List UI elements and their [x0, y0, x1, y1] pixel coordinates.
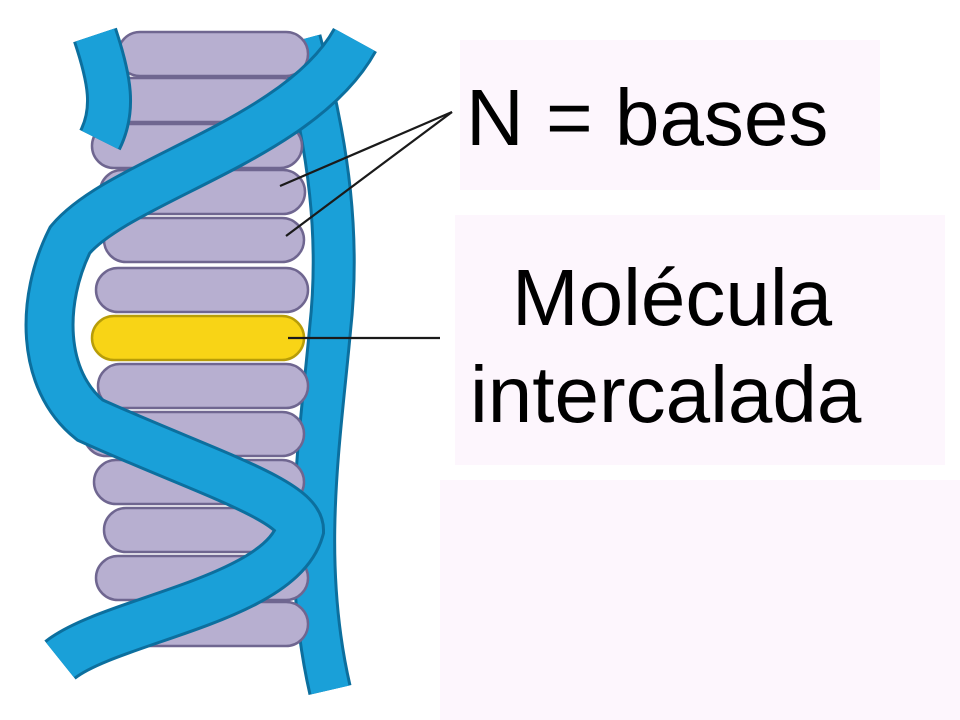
dna-front-strand — [27, 28, 375, 678]
bases-label: N = bases — [466, 73, 828, 162]
dna-back-strand — [281, 35, 353, 695]
intercalated-molecule-label-line1: Molécula — [512, 253, 833, 342]
leader-line-bases-1 — [279, 110, 453, 188]
intercalated-molecule — [90, 314, 306, 362]
background-panel-top — [460, 40, 880, 190]
base-pair — [116, 30, 310, 78]
intercalated-molecule-label-line2: intercalada — [470, 350, 862, 439]
background-panel-middle — [455, 215, 945, 465]
dna-top-strand — [76, 28, 129, 149]
base-pair — [94, 266, 310, 314]
leader-line-bases-2 — [285, 111, 453, 237]
base-pair — [96, 362, 310, 410]
base-pair — [102, 216, 306, 264]
background-panel-bottom — [440, 480, 960, 720]
